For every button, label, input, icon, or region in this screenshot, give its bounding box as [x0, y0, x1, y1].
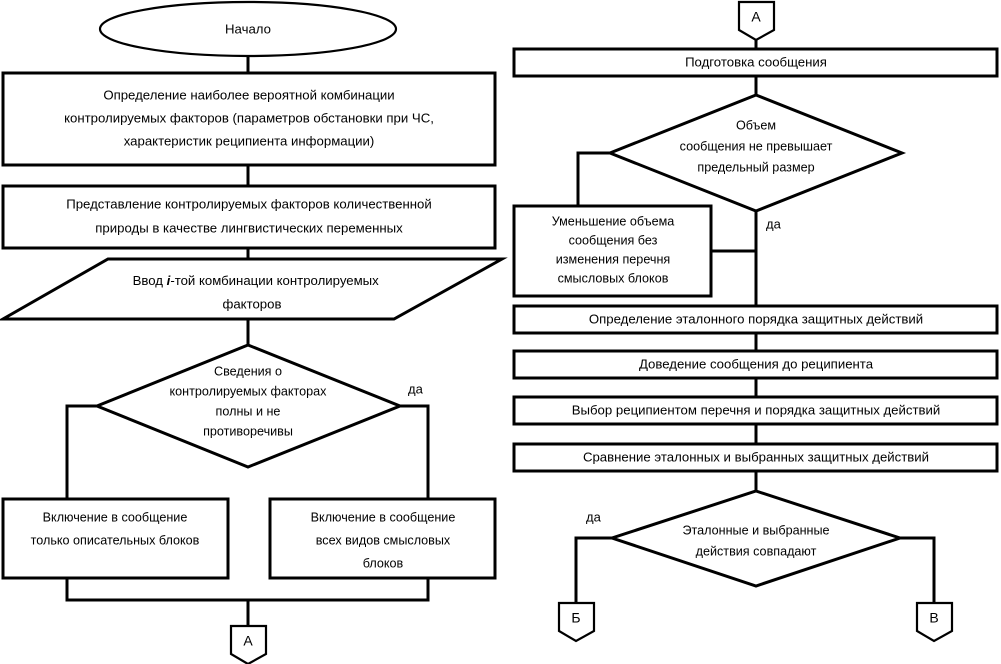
process-6-line-2: сообщения без: [569, 233, 658, 247]
process-7-line-1: Определение эталонного порядка защитных …: [589, 311, 923, 326]
node-process-2: Представление контролируемых факторов ко…: [1, 184, 497, 250]
input-1-text-post: -той комбинации контролируемых: [170, 273, 379, 288]
process-3-line-2: только описательных блоков: [31, 533, 200, 547]
connector-b-shape: [557, 601, 596, 643]
edge-decision3-no-to-connector-v: [900, 536, 936, 603]
node-process-10: Сравнение эталонных и выбранных защитных…: [512, 442, 999, 473]
input-1-parallelogram: [0, 257, 508, 321]
process-7-box: [512, 304, 999, 335]
input-1-line-2: факторов: [222, 296, 281, 311]
process-10-box: [512, 442, 999, 473]
process-2-box: [1, 184, 497, 250]
connector-a-out-label: А: [243, 633, 253, 649]
process-4-line-1: Включение в сообщение: [311, 510, 456, 524]
node-connector-a-in: А: [737, 0, 776, 42]
process-3-box: [1, 497, 230, 580]
edge-process4-to-merge: [248, 578, 430, 602]
edge-process3-to-merge: [65, 578, 248, 602]
node-decision-2: Объем сообщения не превышает предельный …: [605, 93, 907, 213]
decision-3-line-1: Эталонные и выбранные: [682, 523, 829, 537]
process-6-box: [512, 204, 713, 298]
connector-v-shape: [915, 601, 954, 643]
process-1-box: [1, 71, 497, 167]
process-6-line-4: смысловых блоков: [558, 271, 669, 285]
node-process-7: Определение эталонного порядка защитных …: [512, 304, 999, 335]
decision-2-line-3: предельный размер: [697, 160, 814, 174]
process-5-line-1: Подготовка сообщения: [685, 54, 827, 69]
node-decision-3: Эталонные и выбранные действия совпадают: [607, 489, 905, 588]
process-6-line-3: изменения перечня: [556, 252, 671, 266]
process-4-line-3: блоков: [363, 556, 404, 570]
connector-a-in-shape: [737, 0, 776, 42]
node-start-terminator: Начало: [98, 0, 398, 58]
node-process-8: Доведение сообщения до реципиента: [512, 349, 999, 380]
decision-1-line-2: контролируемых факторах: [170, 384, 328, 398]
process-10-line-1: Сравнение эталонных и выбранных защитных…: [583, 449, 929, 464]
decision-2-line-2: сообщения не превышает: [680, 139, 833, 153]
node-input-1: Ввод i-той комбинации контролируемых фак…: [0, 257, 508, 321]
connector-a-in-label: А: [751, 9, 761, 25]
process-8-line-1: Доведение сообщения до реципиента: [639, 356, 874, 371]
input-1-line-1: Ввод i-той комбинации контролируемых: [107, 273, 397, 288]
edge-decision2-no-to-process6: [576, 151, 610, 206]
process-1-line-1: Определение наиболее вероятной комбинаци…: [103, 87, 394, 102]
edge-decision1-no-to-process3: [65, 404, 97, 499]
process-6-line-1: Уменьшение объема: [552, 214, 675, 228]
process-2-line-2: природы в качестве лингвистических перем…: [95, 220, 403, 235]
node-process-6: Уменьшение объема сообщения без изменени…: [512, 204, 713, 298]
decision-1-diamond: [92, 343, 405, 469]
connector-b-label: Б: [571, 610, 580, 626]
decision-1-yes-label: да: [408, 381, 424, 396]
node-process-3: Включение в сообщение только описательны…: [1, 497, 230, 580]
process-2-line-1: Представление контролируемых факторов ко…: [66, 196, 432, 211]
input-1-text-pre: Ввод: [133, 273, 167, 288]
process-9-line-1: Выбор реципиентом перечня и порядка защи…: [572, 402, 941, 417]
process-4-line-2: всех видов смысловых: [316, 533, 451, 547]
decision-3-diamond: [607, 489, 905, 588]
node-connector-a-out: А: [229, 624, 268, 664]
node-decision-1: Сведения о контролируемых факторах полны…: [92, 343, 405, 469]
node-process-4: Включение в сообщение всех видов смыслов…: [268, 497, 497, 580]
node-process-5: Подготовка сообщения: [512, 47, 999, 78]
decision-1-line-3: полны и не: [216, 404, 281, 418]
decision-3-yes-label: да: [586, 509, 602, 524]
edge-decision3-yes-to-connector-b: [574, 536, 612, 603]
decision-1-line-1: Сведения о: [214, 364, 282, 378]
process-1-line-2: контролируемых факторов (параметров обст…: [64, 110, 434, 125]
start-terminator-label: Начало: [225, 21, 271, 36]
connector-v-label: В: [929, 610, 938, 626]
process-1-line-3: характеристик реципиента информации): [124, 133, 375, 148]
node-connector-v: В: [915, 601, 954, 643]
node-process-1: Определение наиболее вероятной комбинаци…: [1, 71, 497, 167]
process-4-box: [268, 497, 497, 580]
input-1-text-italic: i: [167, 273, 171, 288]
start-ellipse-shape: [98, 0, 398, 58]
node-connector-b: Б: [557, 601, 596, 643]
connector-a-out-shape: [229, 624, 268, 664]
process-9-box: [512, 395, 999, 426]
process-3-line-1: Включение в сообщение: [43, 510, 188, 524]
decision-2-yes-label: да: [766, 216, 782, 231]
node-process-9: Выбор реципиентом перечня и порядка защи…: [512, 395, 999, 426]
decision-1-line-4: противоречивы: [203, 424, 293, 438]
decision-2-line-1: Объем: [736, 118, 776, 132]
edge-decision1-yes-to-process4: [400, 404, 430, 499]
decision-3-line-2: действия совпадают: [696, 544, 817, 558]
